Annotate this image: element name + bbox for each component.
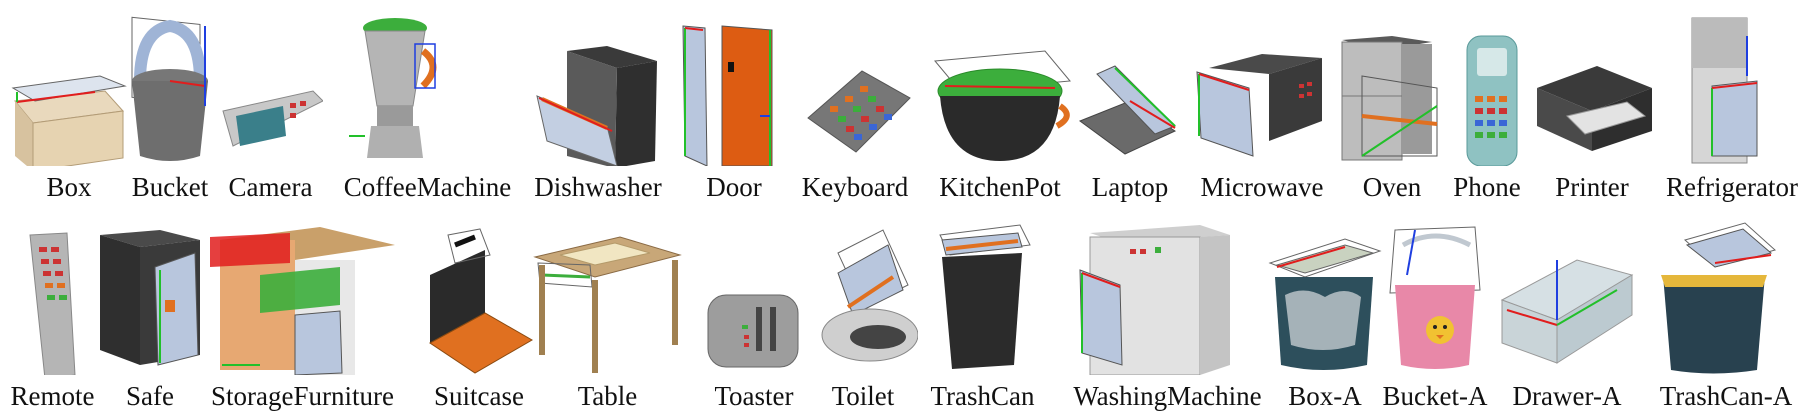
object-cell-safe: Safe: [100, 209, 200, 418]
object-label: WashingMachine: [1073, 381, 1262, 411]
object-cell-printer: Printer: [1527, 0, 1657, 209]
object-label: Bucket-A: [1382, 381, 1488, 411]
object-label: Toaster: [714, 381, 794, 411]
oven-icon: [1341, 36, 1438, 161]
trash-can-icon: [939, 224, 1031, 369]
remote-icon: [29, 232, 76, 375]
object-cell-trash-can-a: TrashCan-A: [1645, 209, 1807, 418]
object-cell-trash-can: TrashCan: [930, 209, 1035, 418]
washing-machine-icon: [1079, 225, 1230, 375]
object-label: Refrigerator: [1666, 172, 1798, 202]
refrigerator-icon: [1691, 17, 1758, 164]
object-cell-microwave: Microwave: [1187, 0, 1337, 209]
printer-icon: [1537, 66, 1652, 151]
object-label: StorageFurniture: [211, 381, 394, 411]
object-cell-phone: Phone: [1447, 0, 1527, 209]
storage-furniture-icon: [210, 227, 395, 375]
trash-can-a-icon: [1661, 222, 1777, 374]
object-cell-kitchen-pot: KitchenPot: [925, 0, 1075, 209]
object-cell-dishwasher-door: [681, 0, 711, 209]
bucket-a-icon: [1389, 226, 1481, 369]
object-label: TrashCan-A: [1659, 381, 1793, 411]
object-label: Laptop: [1091, 172, 1169, 202]
phone-icon: [1466, 35, 1518, 166]
object-row-2: Remote Safe StorageFurniture: [0, 209, 1810, 418]
panel-icon: [682, 25, 708, 166]
object-cell-drawer-a: Drawer-A: [1497, 209, 1637, 418]
bucket-icon: [131, 16, 208, 161]
suitcase-icon: [429, 228, 534, 374]
object-label: Suitcase: [434, 381, 524, 411]
object-label: Drawer-A: [1512, 381, 1622, 411]
box-icon: [11, 75, 127, 166]
safe-icon: [100, 230, 200, 366]
object-label: KitchenPot: [939, 172, 1061, 202]
object-label: Box: [46, 172, 92, 202]
object-cell-box: Box: [5, 0, 133, 209]
door-icon: [721, 25, 773, 166]
object-cell-dishwasher: Dishwasher: [527, 0, 669, 209]
object-label: Door: [706, 172, 762, 202]
coffee-machine-icon: [349, 18, 437, 158]
object-cell-toaster: Toaster: [700, 209, 808, 418]
object-label: Safe: [126, 381, 174, 411]
object-cell-bucket: Bucket: [120, 0, 220, 209]
object-label: Box-A: [1288, 381, 1362, 411]
object-cell-box-a: Box-A: [1265, 209, 1385, 418]
object-label: Microwave: [1200, 172, 1324, 202]
object-cell-camera: Camera: [218, 0, 323, 209]
table-icon: [533, 236, 682, 373]
drawer-a-icon: [1500, 259, 1634, 364]
dishwasher-icon: [536, 46, 657, 166]
object-cell-coffee-machine: CoffeeMachine: [335, 0, 520, 209]
object-label: Phone: [1453, 172, 1521, 202]
object-cell-refrigerator: Refrigerator: [1657, 0, 1807, 209]
laptop-icon: [1078, 65, 1177, 155]
object-cell-washing-machine: WashingMachine: [1060, 209, 1275, 418]
object-cell-suitcase: Suitcase: [420, 209, 538, 418]
kitchen-pot-icon: [934, 50, 1071, 161]
toaster-icon: [707, 294, 799, 368]
object-cell-door: Door: [694, 0, 774, 209]
object-label: TrashCan: [930, 381, 1035, 411]
object-label: Table: [577, 381, 638, 411]
object-cell-table: Table: [530, 209, 685, 418]
object-label: Dishwasher: [534, 172, 662, 202]
camera-icon: [222, 90, 323, 147]
object-cell-storage-furniture: StorageFurniture: [200, 209, 405, 418]
object-label: Bucket: [131, 172, 209, 202]
object-label: Oven: [1362, 172, 1422, 202]
object-cell-laptop: Laptop: [1075, 0, 1185, 209]
object-label: Camera: [228, 172, 313, 202]
toilet-icon: [821, 229, 918, 362]
object-cell-toilet: Toilet: [808, 209, 918, 418]
keyboard-icon: [807, 70, 911, 153]
object-cell-oven: Oven: [1337, 0, 1447, 209]
object-label: Remote: [10, 381, 95, 411]
object-cell-remote: Remote: [5, 209, 100, 418]
microwave-icon: [1196, 54, 1322, 157]
object-cell-bucket-a: Bucket-A: [1375, 209, 1495, 418]
object-cell-keyboard: Keyboard: [790, 0, 920, 209]
object-row-1: Box Bucket Camera CoffeeM: [5, 0, 1807, 209]
object-label: CoffeeMachine: [343, 172, 512, 202]
object-label: Toilet: [831, 381, 895, 411]
object-label: Keyboard: [801, 172, 909, 202]
box-a-icon: [1268, 238, 1382, 370]
object-label: Printer: [1555, 172, 1629, 202]
